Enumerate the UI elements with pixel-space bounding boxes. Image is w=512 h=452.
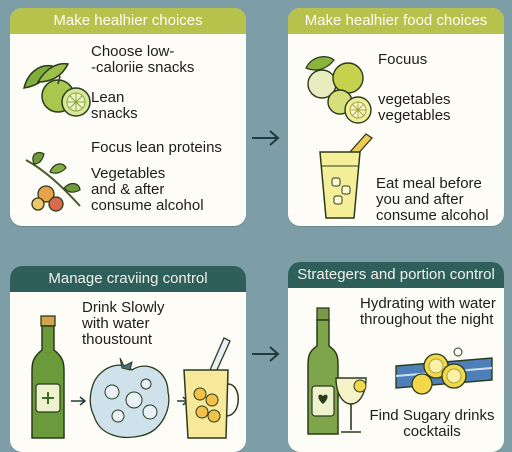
panel-manage-craving: Manage craviing control Drink Slowly wit…: [10, 266, 246, 452]
panel-strategies-portion-control: Strategers and portion control Hydrating…: [288, 262, 504, 452]
citrus-fruits-icon: [305, 56, 372, 124]
lean-text: Lean snacks: [91, 89, 138, 122]
panel-healthier-food-choices: Make healhier food choices Focuus vegeta…: [288, 8, 504, 226]
panel-title: Manage craviing control: [10, 266, 246, 292]
lemon-slices-tray-icon: [395, 347, 493, 395]
panel-title: Make healhier food choices: [288, 8, 504, 34]
lime-icon: [23, 62, 91, 117]
arrow-right-icon: [252, 346, 280, 362]
focus-text: Focuus: [378, 51, 428, 68]
arrow-right-icon: [71, 396, 87, 406]
berry-branch-icon: [25, 151, 81, 212]
protein-text: Focus lean proteins: [91, 139, 222, 156]
eat-meal-text: Eat meal before you and after consume al…: [376, 175, 489, 224]
panel-title: Make healhier choices: [10, 8, 246, 34]
vegetables-text: vegetables vegetables: [378, 91, 451, 124]
juice-glass-icon: [319, 133, 373, 219]
panel-title: Strategers and portion control: [288, 262, 504, 288]
drink-slowly-text: Drink Slowly with water thoustount: [82, 299, 165, 348]
hydrating-text: Hydrating with water throughout the nigh…: [360, 295, 496, 328]
juice-mug-icon: [183, 337, 239, 439]
panel-healthier-choices: Make healhier choices Choose low- -calor…: [10, 8, 246, 226]
wine-bottle-glass-icon: [307, 307, 367, 435]
bottle-icon: [31, 315, 65, 439]
sugary-drinks-text: Find Sugary drinks cocktails: [369, 407, 495, 440]
vegetables-alcohol-text: Vegetables and & after consume alcohol: [91, 165, 204, 214]
snack-text: Choose low- -caloriie snacks: [91, 43, 195, 76]
ice-cubes-icon: [89, 357, 170, 439]
arrow-right-icon: [252, 130, 280, 146]
